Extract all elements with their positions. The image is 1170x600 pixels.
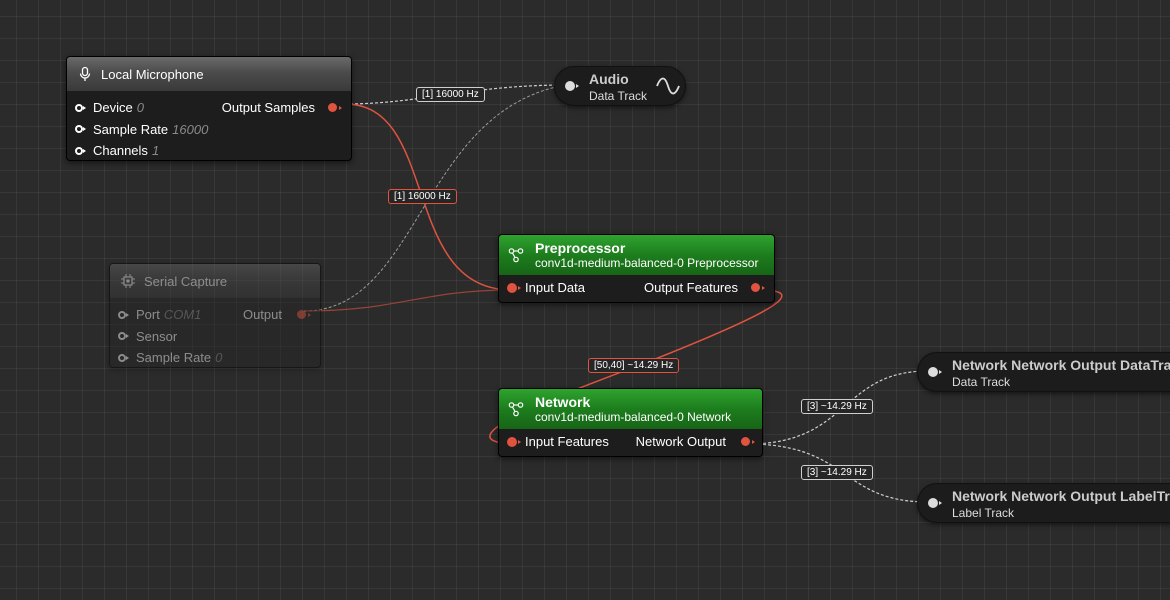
node-title: Network [535,394,591,410]
input-features[interactable]: Input Features [499,431,762,453]
output-port[interactable] [741,437,755,446]
track-title: Audio [589,71,629,87]
chip-icon [120,273,136,289]
wire-label-audio-rate: [1] 16000 Hz [416,87,485,102]
audio-track-node[interactable]: Audio Data Track [554,66,686,106]
track-subtitle: Label Track [952,506,1015,520]
wire-label-preprocessor-rate: [1] 16000 Hz [388,189,457,204]
track-subtitle: Data Track [952,375,1011,389]
output-port[interactable] [751,283,765,292]
input-port-icon[interactable] [118,332,129,341]
input-value: 0 [136,100,144,116]
graph-node-icon [508,401,524,417]
output-port[interactable] [297,310,311,319]
input-value: COM1 [163,307,202,323]
output-label: Output Features [644,280,738,295]
node-subtitle: conv1d-medium-balanced-0 Network [535,410,732,424]
input-port[interactable] [507,436,521,447]
input-label: Sensor [136,328,178,344]
network-datatrack-node[interactable]: Network Network Output DataTrack Data Tr… [917,352,1170,392]
track-title: Network Network Output DataTrack [952,357,1170,373]
input-port[interactable]: Port COM1 [110,304,320,326]
input-label: Input Data [525,280,585,296]
wire-label-datatrack-rate: [3] ~14.29 Hz [801,399,873,414]
wire-label-features-rate: [50,40] ~14.29 Hz [588,358,680,373]
track-title: Network Network Output LabelTrack [952,488,1170,504]
input-port[interactable] [565,81,579,91]
preprocessor-node[interactable]: Preprocessor conv1d-medium-balanced-0 Pr… [498,234,775,303]
serial-capture-header[interactable]: Serial Capture [110,264,320,298]
microphone-icon [77,66,93,82]
sine-wave-icon [655,76,681,101]
graph-node-icon [508,247,524,263]
output-label: Output Samples [221,100,315,115]
track-subtitle: Data Track [589,89,648,103]
wire-serial-to-preprocessor[interactable] [303,289,513,312]
output-label: Output [242,307,282,322]
input-port[interactable] [75,125,86,134]
network-node[interactable]: Network conv1d-medium-balanced-0 Network… [498,388,763,457]
input-port[interactable] [928,367,942,377]
input-port[interactable] [75,103,86,112]
input-port-icon[interactable] [118,353,129,362]
input-device[interactable]: Device 0 [67,97,351,119]
preprocessor-header[interactable]: Preprocessor conv1d-medium-balanced-0 Pr… [499,235,774,275]
node-subtitle: conv1d-medium-balanced-0 Preprocessor [535,256,759,270]
input-value: 16000 [172,121,209,137]
input-channels[interactable]: Channels 1 [67,140,351,162]
input-sensor[interactable]: Sensor [110,326,320,348]
node-title: Serial Capture [144,273,228,289]
output-port[interactable] [328,103,342,112]
input-label: Sample Rate [93,121,169,137]
network-header[interactable]: Network conv1d-medium-balanced-0 Network [499,389,762,429]
input-label: Input Features [525,434,609,450]
input-port-icon[interactable] [118,310,129,319]
network-labeltrack-node[interactable]: Network Network Output LabelTrack Label … [917,483,1170,523]
input-sample-rate[interactable]: Sample Rate 16000 [67,119,351,141]
input-sample-rate[interactable]: Sample Rate 0 [110,347,320,369]
wire-label-labeltrack-rate: [3] ~14.29 Hz [801,465,873,480]
input-label: Sample Rate [136,350,212,366]
output-label: Network Output [635,434,726,449]
local-microphone-node[interactable]: Local Microphone Device 0 Sample Rate 16… [66,56,352,161]
input-port[interactable] [75,146,86,155]
input-value: 1 [151,143,160,159]
input-port[interactable] [507,282,521,293]
node-title: Local Microphone [101,66,204,82]
input-value: 0 [215,350,223,366]
input-label: Channels [93,143,148,159]
input-label: Port [136,307,160,323]
serial-capture-node[interactable]: Serial Capture Port COM1 Sensor Sample R… [109,263,321,368]
input-port[interactable] [928,498,942,508]
node-title: Preprocessor [535,240,626,256]
input-label: Device [93,100,133,116]
local-microphone-header[interactable]: Local Microphone [67,57,351,91]
input-data[interactable]: Input Data [499,277,774,299]
